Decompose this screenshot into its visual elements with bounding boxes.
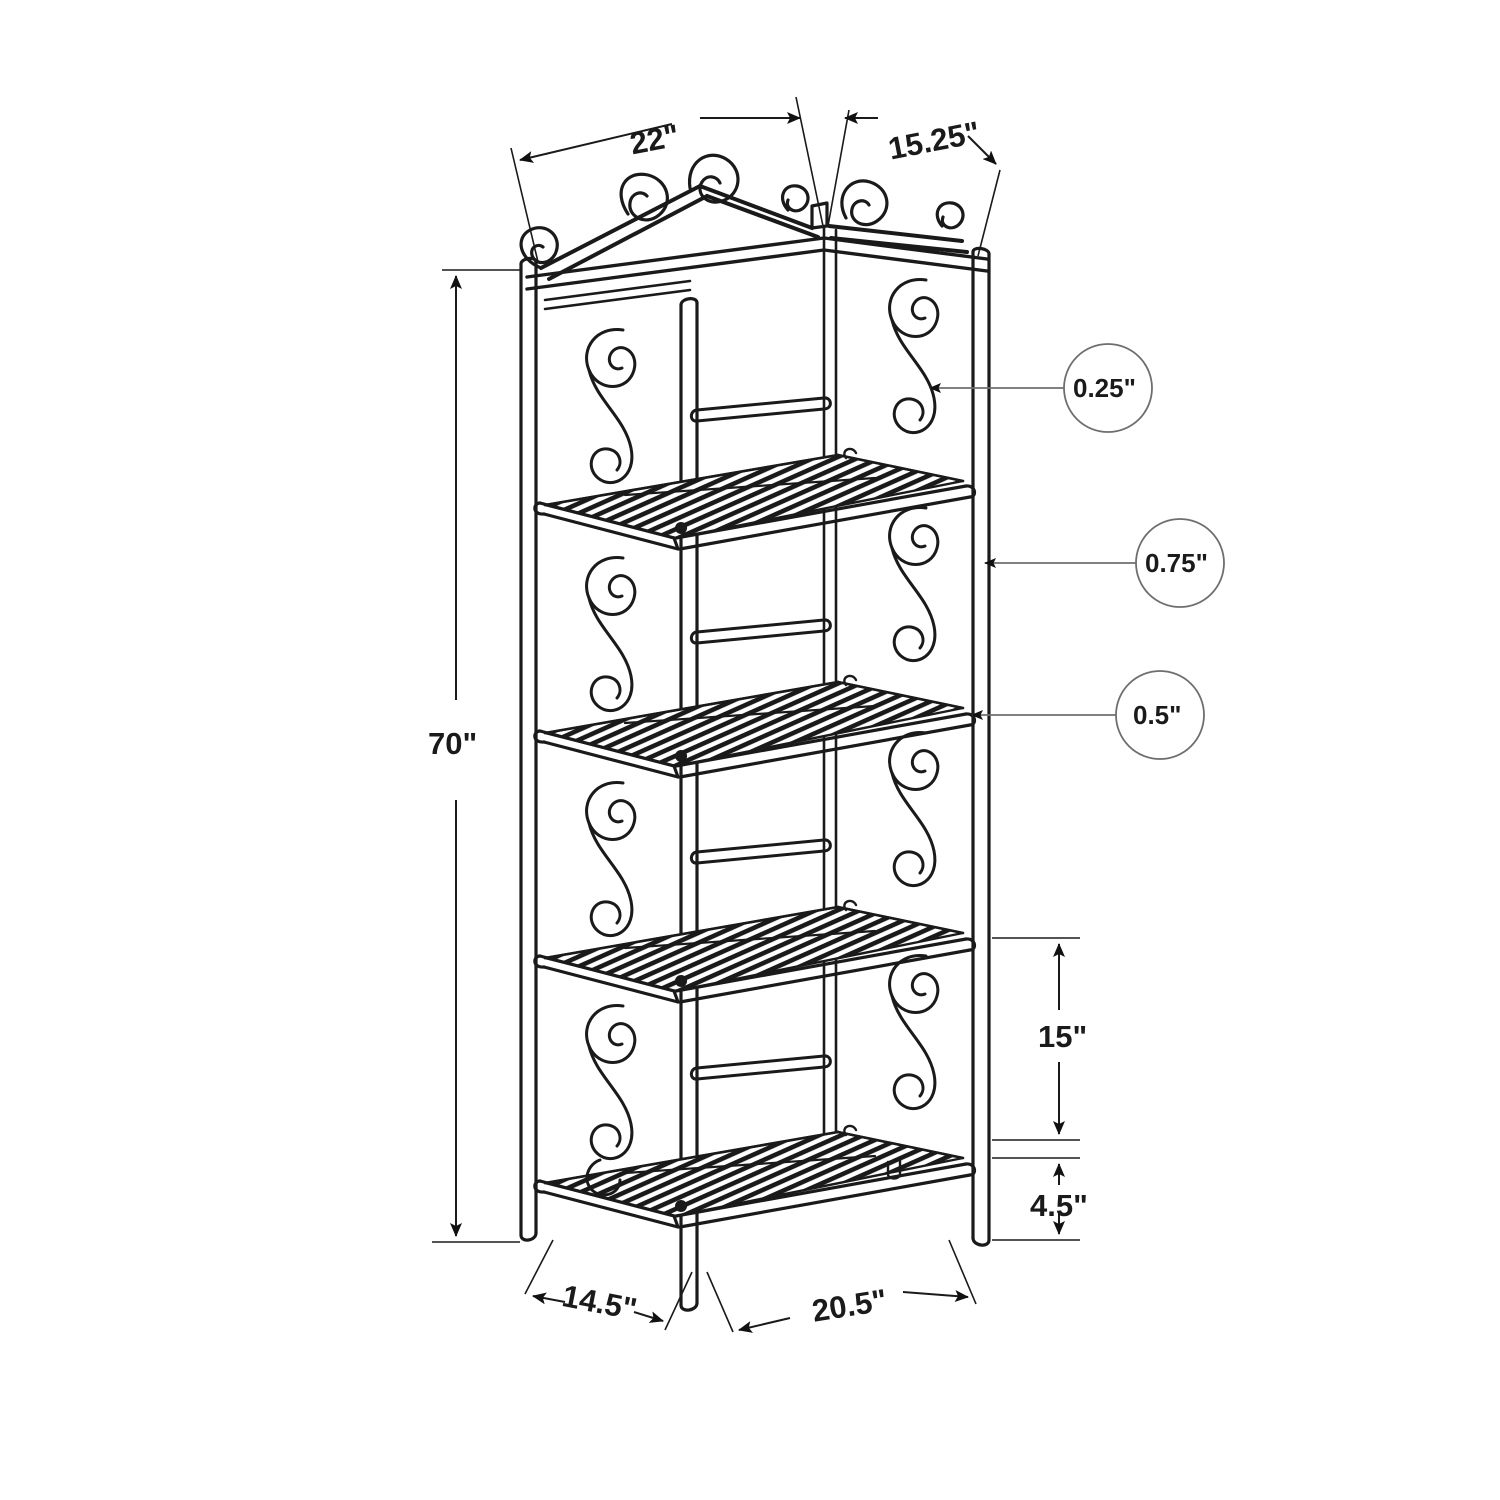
dim-70-height (432, 269, 520, 1243)
right-panel-scrolls (888, 278, 940, 1111)
left-panel-scrolls (585, 328, 637, 1197)
shelf-3 (533, 899, 977, 1004)
callout-circles (1063, 343, 1225, 760)
dim-1525-depth (827, 109, 1001, 257)
callout-leaders (929, 383, 1140, 720)
dim-45-clearance (992, 1157, 1080, 1241)
back-rails (689, 396, 832, 1081)
dim-label-total-height: 70" (428, 726, 478, 761)
dim-145-base-depth (524, 1239, 693, 1331)
etagere-body (519, 153, 991, 1312)
top-frame-rails (525, 236, 989, 311)
crown-scrollwork (519, 153, 969, 281)
callout-label-post-diameter: 0.75" (1145, 548, 1208, 578)
shelf-2 (533, 674, 977, 779)
shelf-4 (533, 1124, 977, 1229)
dim-22-width (510, 96, 824, 263)
callout-label-wire-diameter: 0.25" (1073, 373, 1136, 403)
dim-205-base-width (706, 1239, 977, 1333)
dim-label-bottom-clearance: 4.5" (1030, 1188, 1088, 1223)
dim-label-shelf-gap: 15" (1038, 1019, 1088, 1054)
shelf-1 (533, 447, 977, 551)
dim-15-gap (992, 937, 1080, 1141)
callout-label-rail-diameter: 0.5" (1133, 700, 1182, 730)
